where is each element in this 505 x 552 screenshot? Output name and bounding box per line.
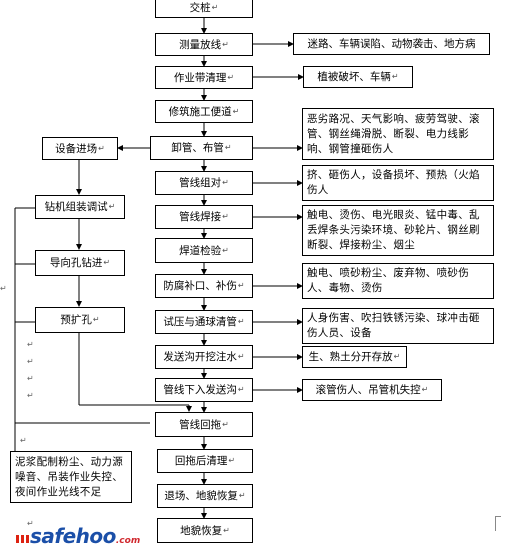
hazard-lowering: 滚管伤人、吊管机失控↵ bbox=[302, 379, 442, 401]
step-anticorrosion-repair: 防腐补口、补伤↵ bbox=[155, 274, 253, 298]
step-hand-over-stakes: 交桩↵ bbox=[155, 0, 253, 18]
hazard-text: 植被破坏、车辆 bbox=[317, 71, 391, 83]
step-survey-layout: 测量放线↵ bbox=[155, 33, 253, 56]
step-label: 修筑施工便道 bbox=[168, 105, 232, 118]
step-label: 设备进场 bbox=[55, 142, 98, 155]
step-pipe-welding: 管线焊接↵ bbox=[155, 205, 253, 229]
hazard-text: 触电、烫伤、电光眼炎、锰中毒、乱丢焊条头污染环境、砂轮片、钢丝刷断裂、焊接粉尘、… bbox=[307, 209, 480, 251]
hazard-drilling: 泥浆配制粉尘、动力源噪音、吊装作业失控、夜间作业光线不足 bbox=[10, 451, 132, 503]
step-label: 试压与通球清管 bbox=[163, 316, 237, 328]
step-label: 焊道检验 bbox=[179, 244, 222, 257]
hazard-alignment: 挤、砸伤人，设备损坏、预热（火焰伤人 bbox=[302, 165, 494, 201]
paragraph-mark: ↵ bbox=[98, 143, 105, 153]
paragraph-mark: ↵ bbox=[223, 525, 230, 535]
logo-text: safehoo bbox=[30, 524, 116, 548]
paragraph-mark: ↵ bbox=[238, 491, 246, 500]
margin-paragraph-mark: ↵ bbox=[27, 519, 34, 528]
step-lower-into-trench: 管线下入发送沟↵ bbox=[155, 378, 253, 402]
step-label: 交桩 bbox=[189, 1, 211, 14]
paragraph-mark: ↵ bbox=[222, 419, 229, 429]
step-clear-working-strip: 作业带清理↵ bbox=[155, 66, 253, 89]
paragraph-mark: ↵ bbox=[421, 385, 429, 394]
logo-suffix: .com bbox=[115, 536, 141, 546]
paragraph-mark: ↵ bbox=[211, 2, 219, 12]
step-equipment-mobilization: 设备进场↵ bbox=[42, 137, 118, 160]
step-pre-reaming: 预扩孔↵ bbox=[35, 307, 125, 333]
hazard-text: 挤、砸伤人，设备损坏、预热（火焰伤人 bbox=[307, 169, 480, 196]
safehoo-logo: safehoo.com bbox=[16, 524, 140, 548]
step-label: 发送沟开挖注水 bbox=[163, 351, 237, 363]
paragraph-mark: ↵ bbox=[108, 202, 116, 211]
margin-paragraph-mark: ↵ bbox=[0, 284, 7, 293]
step-label: 退场、地貌恢复 bbox=[164, 490, 238, 502]
step-exit-restore: 退场、地貌恢复↵ bbox=[157, 484, 253, 508]
step-label: 钻机组装调试 bbox=[44, 201, 108, 213]
step-build-access-road: 修筑施工便道↵ bbox=[155, 100, 253, 123]
hazard-text: 恶劣路况、天气影响、疲劳驾驶、滚管、钢丝绳滑脱、断裂、电力线影响、钢管撞砸伤人 bbox=[307, 112, 480, 155]
step-rig-assembly-debug: 钻机组装调试↵ bbox=[35, 195, 125, 219]
logo-dots bbox=[16, 534, 30, 543]
step-label: 回拖后清理 bbox=[174, 455, 228, 467]
hazard-trench-dig: 生、熟土分开存放↵ bbox=[302, 346, 407, 368]
step-label: 测量放线 bbox=[179, 38, 222, 51]
paragraph-mark: ↵ bbox=[393, 352, 401, 361]
hazard-text: 泥浆配制粉尘、动力源噪音、吊装作业失控、夜间作业光线不足 bbox=[15, 455, 123, 498]
step-weld-inspection: 焊道检验↵ bbox=[155, 238, 253, 263]
paragraph-mark: ↵ bbox=[228, 456, 236, 465]
step-post-pullback-cleanup: 回拖后清理↵ bbox=[157, 449, 253, 473]
margin-paragraph-mark: ↵ bbox=[27, 391, 34, 400]
margin-paragraph-mark: ↵ bbox=[27, 357, 34, 366]
paragraph-mark: ↵ bbox=[92, 315, 100, 324]
hazard-text: 滚管伤人、吊管机失控 bbox=[315, 384, 421, 396]
hazard-clearing: 植被破坏、车辆↵ bbox=[303, 66, 413, 88]
paragraph-mark: ↵ bbox=[222, 39, 229, 49]
paragraph-mark: ↵ bbox=[237, 352, 245, 361]
hazard-pressure-test: 人身伤害、吹扫铁锈污染、球冲击砸伤人员、设备 bbox=[302, 308, 494, 344]
margin-paragraph-mark: ↵ bbox=[27, 340, 34, 349]
paragraph-mark: ↵ bbox=[237, 385, 245, 394]
hazard-welding: 触电、烫伤、电光眼炎、锰中毒、乱丢焊条头污染环境、砂轮片、钢丝刷断裂、焊接粉尘、… bbox=[302, 205, 494, 256]
hazard-anticorrosion: 触电、喷砂粉尘、废弃物、喷砂伤人、毒物、烫伤 bbox=[302, 263, 494, 299]
step-pipe-alignment: 管线组对↵ bbox=[155, 171, 253, 195]
step-label: 作业带清理 bbox=[173, 71, 227, 84]
paragraph-mark: ↵ bbox=[222, 178, 229, 187]
page-corner-mark bbox=[495, 516, 501, 531]
step-pilot-hole-drilling: 导向孔钻进↵ bbox=[35, 250, 125, 276]
step-label: 管线回拖 bbox=[179, 418, 222, 431]
step-dig-launch-trench: 发送沟开挖注水↵ bbox=[155, 345, 253, 369]
step-label: 地貌恢复 bbox=[180, 524, 223, 537]
step-label: 预扩孔 bbox=[60, 314, 92, 326]
hazard-text: 触电、喷砂粉尘、废弃物、喷砂伤人、毒物、烫伤 bbox=[307, 267, 469, 294]
hazard-text: 迷路、车辆误陷、动物袭击、地方病 bbox=[307, 38, 476, 50]
hazard-survey: 迷路、车辆误陷、动物袭击、地方病 bbox=[293, 33, 490, 55]
paragraph-mark: ↵ bbox=[237, 317, 245, 326]
step-label: 防腐补口、补伤 bbox=[163, 280, 237, 292]
step-landform-restoration: 地貌恢复↵ bbox=[157, 518, 253, 543]
hazard-text: 生、熟土分开存放 bbox=[308, 351, 393, 363]
step-pullback: 管线回拖↵ bbox=[155, 412, 253, 437]
margin-paragraph-mark: ↵ bbox=[27, 374, 34, 383]
paragraph-mark: ↵ bbox=[227, 72, 235, 82]
step-label: 管线组对 bbox=[179, 177, 222, 189]
margin-paragraph-mark: ↵ bbox=[20, 436, 27, 445]
paragraph-mark: ↵ bbox=[103, 258, 111, 267]
paragraph-mark: ↵ bbox=[224, 143, 232, 152]
paragraph-mark: ↵ bbox=[222, 212, 229, 221]
paragraph-mark: ↵ bbox=[391, 72, 399, 81]
paragraph-mark: ↵ bbox=[232, 106, 240, 116]
step-pressure-test-pigging: 试压与通球清管↵ bbox=[155, 310, 253, 334]
step-label: 导向孔钻进 bbox=[49, 257, 103, 269]
paragraph-mark: ↵ bbox=[222, 245, 229, 255]
step-label: 管线焊接 bbox=[179, 211, 222, 223]
step-label: 卸管、布管 bbox=[171, 142, 224, 154]
hazard-pipe-laying: 恶劣路况、天气影响、疲劳驾驶、滚管、钢丝绳滑脱、断裂、电力线影响、钢管撞砸伤人 bbox=[302, 108, 494, 160]
paragraph-mark: ↵ bbox=[237, 281, 245, 290]
step-unload-lay-pipe: 卸管、布管↵ bbox=[150, 136, 253, 160]
step-label: 管线下入发送沟 bbox=[163, 384, 237, 396]
hazard-text: 人身伤害、吹扫铁锈污染、球冲击砸伤人员、设备 bbox=[307, 312, 480, 339]
